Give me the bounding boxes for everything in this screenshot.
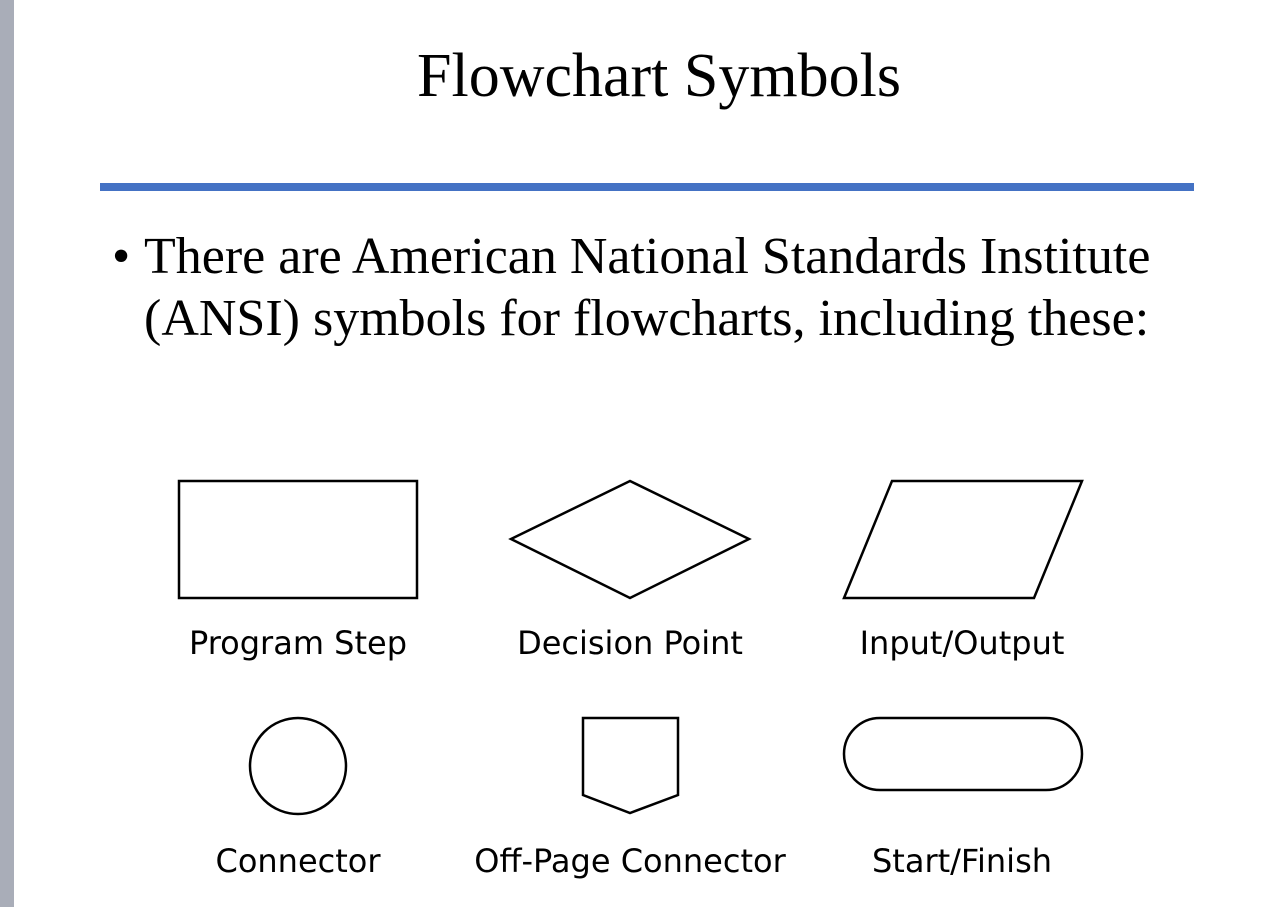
- bullet-text: There are American National Standards In…: [144, 228, 1151, 347]
- slide-title: Flowchart Symbols: [417, 42, 901, 110]
- connector-label: Connector: [215, 842, 381, 880]
- off-page-connector-label: Off-Page Connector: [474, 842, 786, 880]
- title-divider: [100, 183, 1194, 191]
- decision-point-diamond: [508, 479, 752, 600]
- connector-circle: [248, 716, 348, 816]
- program-step-label: Program Step: [189, 624, 407, 662]
- start-finish-label: Start/Finish: [872, 842, 1052, 880]
- off-page-connector-pentagon: [581, 716, 680, 815]
- input-output-label: Input/Output: [860, 624, 1065, 662]
- input-output-parallelogram: [842, 479, 1084, 600]
- start-finish-stadium: [842, 716, 1084, 792]
- slide-edge-bar: [0, 0, 14, 907]
- bullet-marker: •: [112, 228, 131, 285]
- decision-point-label: Decision Point: [517, 624, 743, 662]
- bullet-point: • There are American National Standards …: [112, 226, 1192, 350]
- program-step-rectangle: [177, 479, 419, 600]
